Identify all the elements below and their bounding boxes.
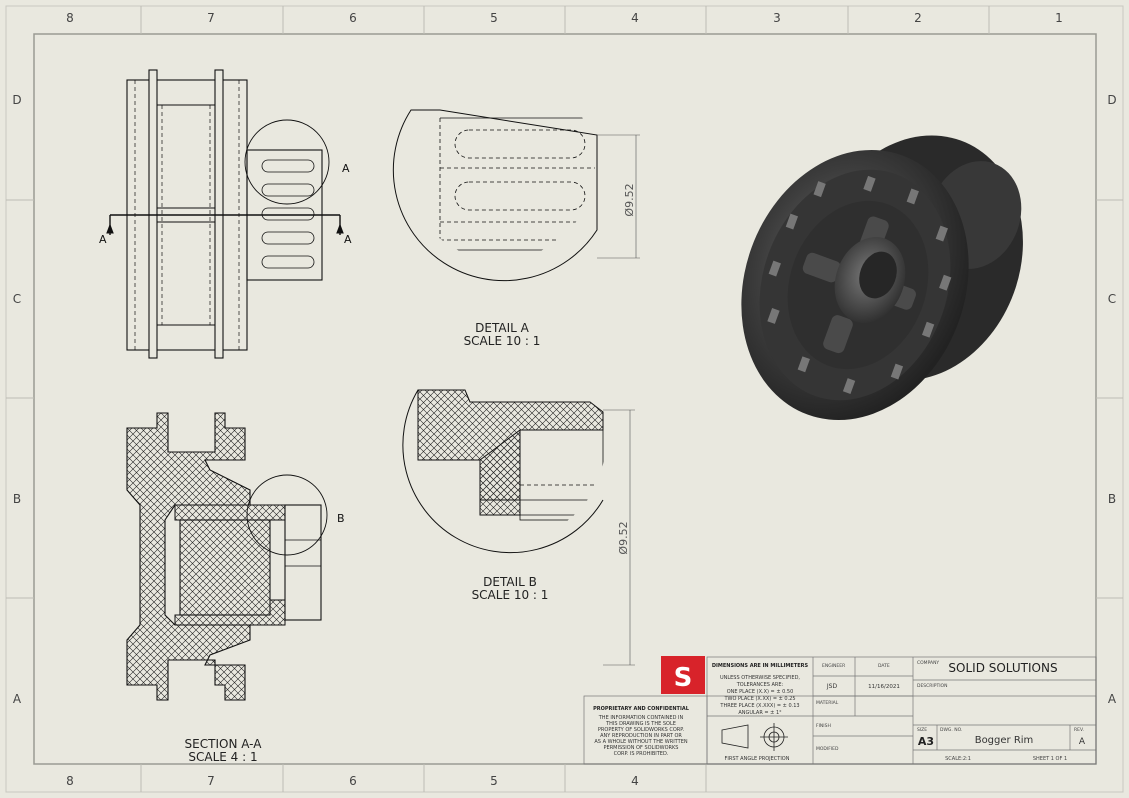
detail-b-callout-label: B	[337, 512, 345, 525]
logo-letter: S	[674, 663, 693, 693]
modified-label: MODIFIED	[816, 746, 839, 752]
title-block	[583, 656, 1097, 765]
proprietary-line-5: AS A WHOLE WITHOUT THE WRITTEN	[594, 739, 687, 745]
size-value: A3	[918, 735, 934, 748]
engineer-label: ENGINEER	[822, 663, 845, 669]
proprietary-heading: PROPRIETARY AND CONFIDENTIAL	[593, 706, 690, 712]
zone-row-left-a: A	[13, 692, 22, 706]
detail-b-callout-circle[interactable]	[246, 474, 328, 556]
zone-col-top-4: 4	[631, 11, 639, 25]
zone-col-top-7: 7	[207, 11, 215, 25]
projection-label: FIRST ANGLE PROJECTION	[725, 756, 790, 762]
zone-col-bottom-4: 4	[631, 774, 639, 788]
zone-row-right-a: A	[1108, 692, 1117, 706]
proprietary-line-3: PROPERTY OF SOLIDWORKS CORP.	[598, 727, 685, 733]
detail-b-view	[402, 389, 635, 666]
zone-col-bottom-6: 6	[349, 774, 357, 788]
company-label: COMPANY	[917, 660, 939, 666]
zone-row-left-d: D	[12, 93, 21, 107]
dimensions-note: DIMENSIONS ARE IN MILLIMETERS	[712, 663, 809, 669]
date-label: DATE	[878, 663, 890, 669]
zone-row-right-d: D	[1107, 93, 1116, 107]
tolerance-line-4: TWO PLACE (X.XX) = ± 0.25	[723, 696, 795, 702]
rev-label: REV.	[1074, 727, 1084, 733]
scale-text: SCALE:2:1	[945, 756, 971, 762]
detail-a-dimension: Ø9.52	[623, 183, 636, 216]
section-scale: SCALE 4 : 1	[188, 750, 257, 764]
detail-a-callout-circle[interactable]	[244, 119, 330, 205]
zone-row-right-b: B	[1108, 492, 1116, 506]
section-arrow-label-left: A	[99, 233, 107, 246]
zone-row-left-b: B	[13, 492, 21, 506]
rev-value: A	[1079, 737, 1086, 747]
description-label: DESCRIPTION	[917, 683, 947, 689]
proprietary-line-6: PERMISSION OF SOLIDWORKS	[604, 745, 679, 751]
tolerance-line-3: ONE PLACE (X.X) = ± 0.50	[727, 689, 794, 695]
proprietary-line-1: THE INFORMATION CONTAINED IN	[598, 715, 684, 721]
tolerance-line-1: UNLESS OTHERWISE SPECIFIED,	[720, 675, 800, 681]
detail-b-title: DETAIL B	[483, 575, 537, 589]
isometric-render	[741, 135, 1023, 421]
dwg-value: Bogger Rim	[975, 735, 1034, 746]
sheet-text: SHEET 1 OF 1	[1033, 756, 1067, 762]
zone-col-top-1: 1	[1055, 11, 1063, 25]
zone-col-top-8: 8	[66, 11, 74, 25]
detail-a-view	[392, 109, 640, 282]
detail-b-dimension: Ø9.52	[617, 521, 630, 554]
zone-row-left-c: C	[13, 292, 21, 306]
material-label: MATERIAL	[816, 700, 839, 706]
zone-col-top-6: 6	[349, 11, 357, 25]
front-view	[106, 69, 344, 359]
detail-b-scale: SCALE 10 : 1	[472, 588, 549, 602]
proprietary-line-2: THIS DRAWING IS THE SOLE	[605, 721, 676, 727]
section-title: SECTION A-A	[185, 737, 263, 751]
zone-col-top-2: 2	[914, 11, 922, 25]
tolerance-line-2: TOLERANCES ARE:	[736, 682, 784, 688]
zone-ticks	[6, 6, 1123, 792]
finish-label: FINISH	[816, 723, 831, 729]
proprietary-line-7: CORP. IS PROHIBITED.	[614, 751, 669, 757]
detail-a-scale: SCALE 10 : 1	[464, 334, 541, 348]
engineer-value: JSD	[826, 683, 838, 690]
zone-col-bottom-5: 5	[490, 774, 498, 788]
company-value: SOLID SOLUTIONS	[948, 661, 1057, 675]
size-label: SIZE	[917, 727, 927, 733]
detail-a-callout-label: A	[342, 162, 350, 175]
proprietary-line-4: ANY REPRODUCTION IN PART OR	[600, 733, 682, 739]
zone-col-bottom-7: 7	[207, 774, 215, 788]
zone-col-bottom-8: 8	[66, 774, 74, 788]
detail-a-title: DETAIL A	[475, 321, 529, 335]
section-arrow-label-right: A	[344, 233, 352, 246]
tolerance-line-5: THREE PLACE (X.XXX) = ± 0.13	[719, 703, 799, 709]
zone-col-top-5: 5	[490, 11, 498, 25]
zone-row-right-c: C	[1108, 292, 1116, 306]
date-value: 11/16/2021	[868, 684, 900, 690]
tolerance-line-6: ANGULAR = ± 1°	[738, 710, 782, 716]
dwg-label: DWG. NO.	[940, 727, 962, 733]
zone-col-top-3: 3	[773, 11, 781, 25]
solidworks-logo	[661, 656, 705, 694]
first-angle-projection-icon	[721, 723, 788, 751]
section-view	[126, 412, 328, 701]
